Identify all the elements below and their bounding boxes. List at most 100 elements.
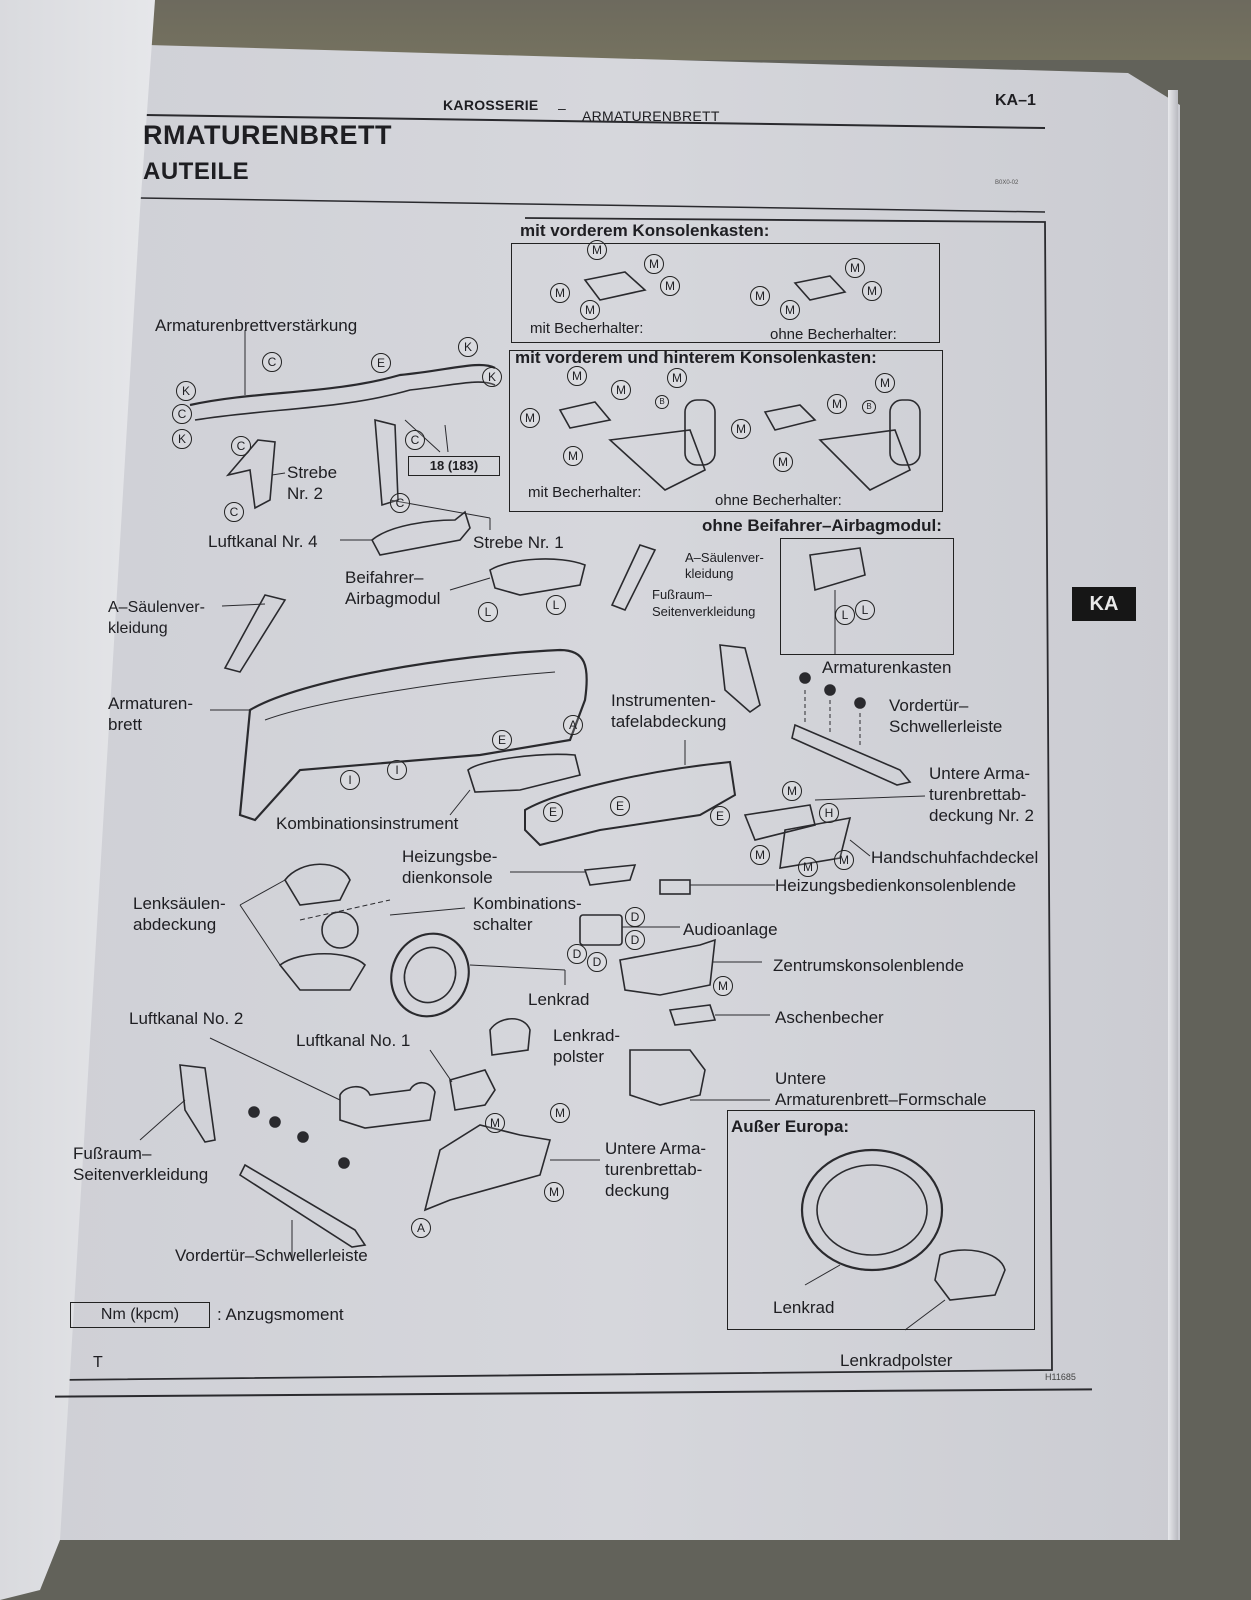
label-outside-europe-pad: Lenkradpolster bbox=[840, 1351, 953, 1370]
label-lower-cover2-a: Untere Arma- bbox=[929, 764, 1031, 783]
steering-wheel-outside-europe bbox=[800, 1148, 944, 1272]
callout-m: M bbox=[550, 1103, 570, 1123]
label-scuff-right-a: Vordertür– bbox=[889, 696, 969, 715]
callout-c: C bbox=[231, 436, 251, 456]
reinforcement-bar bbox=[189, 363, 496, 407]
label-lower-cover2-b: turenbrettab- bbox=[929, 785, 1027, 804]
callout-m: M bbox=[563, 446, 583, 466]
callout-b: B bbox=[862, 400, 876, 414]
column-cover-lower bbox=[278, 952, 367, 991]
callout-m: M bbox=[667, 368, 687, 388]
callout-e: E bbox=[543, 802, 563, 822]
heater-control bbox=[583, 864, 637, 886]
callout-b: B bbox=[655, 395, 669, 409]
inset-front-console bbox=[511, 243, 940, 343]
callout-m: M bbox=[520, 408, 540, 428]
console-fr-b bbox=[763, 404, 817, 431]
ashtray bbox=[668, 1004, 717, 1026]
figure-id: H11685 bbox=[1045, 1372, 1076, 1382]
a-pillar-trim bbox=[223, 594, 287, 673]
lower-cover bbox=[423, 1124, 552, 1212]
callout-m: M bbox=[750, 286, 770, 306]
callout-a: A bbox=[411, 1218, 431, 1238]
torque-legend-box: Nm (kpcm) bbox=[70, 1302, 210, 1328]
steering-pad bbox=[489, 1017, 531, 1056]
inset-no-airbag bbox=[780, 538, 954, 655]
inset-fr-without: ohne Becherhalter: bbox=[715, 492, 842, 509]
callout-i: I bbox=[340, 770, 360, 790]
callout-i: I bbox=[387, 760, 407, 780]
label-strebe2-a: Strebe bbox=[287, 463, 338, 482]
callout-m: M bbox=[580, 300, 600, 320]
callout-m: M bbox=[750, 845, 770, 865]
callout-e: E bbox=[710, 806, 730, 826]
callout-m: M bbox=[611, 380, 631, 400]
callout-c: C bbox=[224, 502, 244, 522]
dashboard bbox=[238, 648, 588, 822]
label-strebe1: Strebe Nr. 1 bbox=[473, 533, 564, 552]
diagram-frame bbox=[54, 217, 1053, 1381]
callout-m: M bbox=[862, 281, 882, 301]
callout-l: L bbox=[855, 600, 875, 620]
scuff-plate-left bbox=[238, 1163, 367, 1248]
manual-page bbox=[48, 45, 1180, 1540]
inset-heading-outside-europe: Außer Europa: bbox=[731, 1117, 850, 1136]
glove-box bbox=[809, 547, 866, 592]
column-cover-upper bbox=[284, 863, 351, 906]
lower-cover-2 bbox=[743, 804, 816, 841]
label-lower-cover2-c: deckung Nr. 2 bbox=[929, 806, 1034, 825]
header-section: KAROSSERIE bbox=[443, 97, 539, 113]
label-strebe2-b: Nr. 2 bbox=[287, 484, 323, 503]
header-separator: – bbox=[558, 100, 567, 116]
callout-e: E bbox=[371, 353, 391, 373]
callout-m: M bbox=[798, 857, 818, 877]
strebe-1 bbox=[374, 418, 399, 507]
label-scuff-left: Vordertür–Schwellerleiste bbox=[175, 1246, 368, 1265]
footer-letter: T bbox=[93, 1354, 103, 1371]
label-wheel-pad-a: Lenkrad- bbox=[553, 1026, 621, 1045]
label-airbag-a: Beifahrer– bbox=[345, 568, 424, 587]
section-tab[interactable]: KA bbox=[1072, 587, 1136, 621]
strebe-2 bbox=[225, 439, 276, 510]
label-steering-wheel: Lenkrad bbox=[528, 990, 590, 1009]
label-lower-finish-a: Untere bbox=[775, 1069, 827, 1088]
label-combo-switch-a: Kombinations- bbox=[473, 894, 582, 913]
console-front-a bbox=[583, 271, 647, 301]
inset-front-console-with: mit Becherhalter: bbox=[530, 320, 644, 337]
page-number: KA–1 bbox=[995, 92, 1036, 109]
reinforcement-bar-lower bbox=[194, 381, 496, 421]
label-ashtray: Aschenbecher bbox=[775, 1008, 884, 1027]
label-cluster-cover-b: tafelabdeckung bbox=[611, 712, 727, 731]
callout-m: M bbox=[485, 1113, 505, 1133]
combination-meter bbox=[467, 753, 581, 793]
callout-m: M bbox=[773, 452, 793, 472]
label-combo-meter: Kombinationsinstrument bbox=[276, 814, 459, 833]
section-code: B0X0-02 bbox=[995, 180, 1019, 186]
label-heater-panel: Heizungsbedienkonsolenblende bbox=[775, 876, 1017, 895]
label-outside-europe-wheel: Lenkrad bbox=[773, 1298, 835, 1317]
callout-m: M bbox=[660, 276, 680, 296]
label-a-pillar-b: kleidung bbox=[108, 620, 168, 637]
console-rear-headrest-b bbox=[889, 399, 921, 466]
label-heater-a: Heizungsbe- bbox=[402, 847, 498, 866]
lower-finish-panel bbox=[629, 1049, 706, 1106]
callout-m: M bbox=[780, 300, 800, 320]
torque-spec: 18 (183) bbox=[408, 456, 500, 476]
combination-switch bbox=[321, 911, 359, 949]
console-fr-a bbox=[558, 401, 612, 429]
label-airbag-b: Airbagmodul bbox=[345, 589, 441, 608]
callout-m: M bbox=[544, 1182, 564, 1202]
callout-m: M bbox=[782, 781, 802, 801]
callout-l: L bbox=[478, 602, 498, 622]
label-footwell-small-b: Seitenverkleidung bbox=[652, 604, 756, 619]
inset-heading-front-rear: mit vorderem und hinterem Konsolenkasten… bbox=[515, 348, 877, 367]
inset-fr-with: mit Becherhalter: bbox=[528, 484, 642, 501]
center-cluster-panel bbox=[619, 938, 716, 996]
callout-c: C bbox=[172, 404, 192, 424]
label-scuff-right-b: Schwellerleiste bbox=[889, 717, 1003, 736]
inset-front-console-without: ohne Becherhalter: bbox=[770, 326, 897, 343]
console-rear-a bbox=[608, 429, 707, 491]
header-rule bbox=[144, 114, 1046, 129]
label-audio: Audioanlage bbox=[683, 920, 778, 939]
steering-pad-outside-europe bbox=[934, 1249, 1006, 1301]
